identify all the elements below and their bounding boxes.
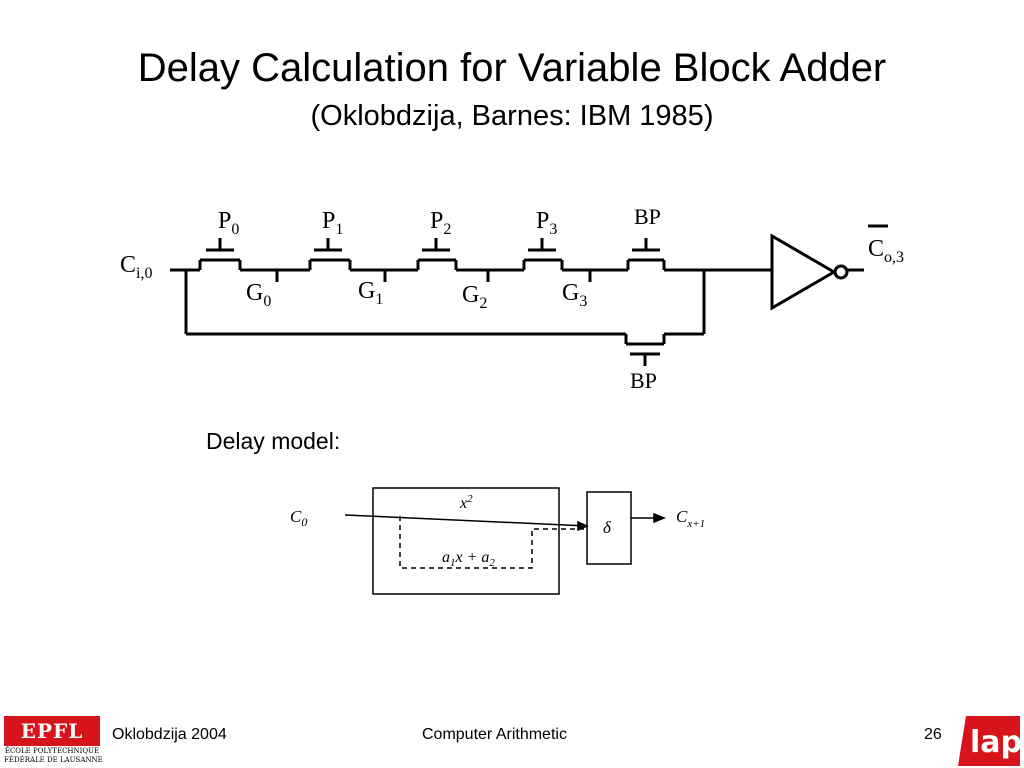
carry-skip-circuit-diagram: Ci,0 P0 P1 P2 P3 BP G0 G1 G2 G3 BP Co,3: [120, 204, 904, 393]
delay-model-label: Delay model:: [206, 428, 341, 454]
epfl-logo-line2: FÉDÉRALE DE LAUSANNE: [4, 756, 103, 764]
epfl-logo-mark: EPFL: [4, 716, 100, 746]
footer-page-number: 26: [924, 726, 942, 743]
delay-bottom-expr: a1x + a2: [442, 549, 495, 569]
g3-label: G3: [562, 280, 587, 310]
footer-course: Computer Arithmetic: [422, 726, 567, 743]
bp-bottom-label: BP: [630, 368, 657, 393]
carry-out-label: Co,3: [868, 236, 904, 266]
footer-author: Oklobdzija 2004: [112, 726, 227, 743]
lap-logo-text: lap: [970, 725, 1020, 760]
g2-label: G2: [462, 282, 487, 312]
epfl-logo: EPFL ÉCOLE POLYTECHNIQUE FÉDÉRALE DE LAU…: [4, 716, 103, 766]
g1-label: G1: [358, 278, 383, 308]
carry-in-label: Ci,0: [120, 252, 152, 282]
slide-title: Delay Calculation for Variable Block Add…: [137, 46, 887, 90]
p0-label: P0: [218, 208, 239, 238]
delay-delta-label: δ: [603, 518, 612, 537]
bp-top-label: BP: [634, 204, 661, 229]
p1-label: P1: [322, 208, 343, 238]
delay-output-label: Cx+1: [676, 507, 705, 530]
g0-label: G0: [246, 280, 271, 310]
p3-label: P3: [536, 208, 557, 238]
lap-logo: lap: [958, 716, 1020, 766]
delay-input-label: C0: [290, 507, 307, 529]
epfl-logo-line1: ÉCOLE POLYTECHNIQUE: [4, 747, 100, 755]
p2-label: P2: [430, 208, 451, 238]
delay-top-expr: x2: [459, 493, 473, 512]
slide-subtitle: (Oklobdzija, Barnes: IBM 1985): [310, 100, 714, 132]
